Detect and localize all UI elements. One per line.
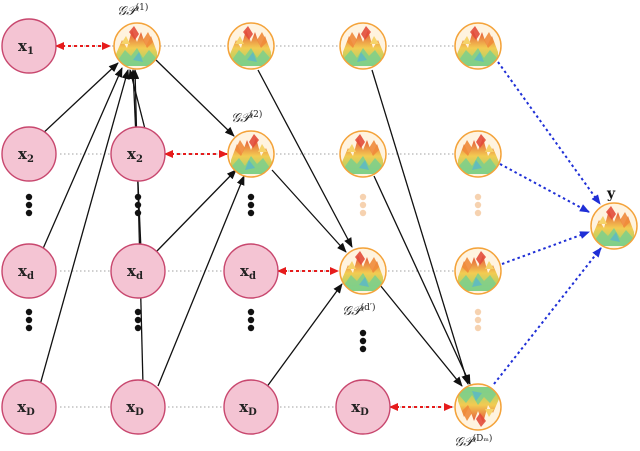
gp-nodes xyxy=(113,22,638,431)
gp-node-2-c3 xyxy=(339,130,387,178)
gp-label-Dm: 𝒢𝒫(Dₘ) xyxy=(454,433,492,450)
label-x1: x1 xyxy=(18,37,34,57)
edge-gp2-to-gpd xyxy=(271,169,347,253)
edge-gp1-to-gp2 xyxy=(155,59,235,137)
edge-x2-to-gp1 xyxy=(39,62,119,137)
gp-node-2-c4 xyxy=(454,130,502,178)
label-xD-c4: xD xyxy=(351,398,369,418)
gp-node-2-c2 xyxy=(227,130,275,178)
gp-label-1: 𝒢𝒫(1) xyxy=(117,2,148,19)
ellipsis-icon xyxy=(25,308,33,332)
ellipsis-icon xyxy=(134,193,142,217)
edge-xd-c1-to-gp1 xyxy=(41,67,123,252)
input-node-xD-c4 xyxy=(335,379,391,435)
output-node-y xyxy=(590,202,638,250)
gp-node-1-c4 xyxy=(454,22,502,70)
output-arrows xyxy=(493,61,602,385)
input-node-x2-c2 xyxy=(110,126,166,182)
input-node-xD-c2 xyxy=(110,379,166,435)
ellipsis-icon xyxy=(474,193,482,217)
input-nodes xyxy=(1,18,391,435)
label-x2-c2: x2 xyxy=(127,145,143,165)
gp-labels: 𝒢𝒫(1) 𝒢𝒫(2) 𝒢𝒫(d′) 𝒢𝒫(Dₘ) xyxy=(117,2,492,450)
label-xD-c3: xD xyxy=(239,398,257,418)
ellipsis-icon xyxy=(359,329,367,353)
input-node-x1 xyxy=(1,18,57,74)
gp-label-d: 𝒢𝒫(d′) xyxy=(342,302,375,319)
label-x2-c1: x2 xyxy=(18,145,34,165)
edge-gp1c2-to-gpd xyxy=(257,69,353,248)
edge-xd-c2-to-gp2 xyxy=(155,169,237,253)
label-xd-c1: xd xyxy=(18,262,34,282)
ellipsis-icon xyxy=(359,193,367,217)
gp-label-2: 𝒢𝒫(2) xyxy=(231,109,262,126)
edge-gpd-to-gpDm xyxy=(379,284,463,387)
ellipsis-icon xyxy=(474,308,482,332)
input-node-xd-c3 xyxy=(223,243,279,299)
ellipsis-icon xyxy=(247,308,255,332)
out-row1 xyxy=(497,61,601,205)
label-xD-c1: xD xyxy=(17,398,35,418)
edge-xD-c2-to-gp1 xyxy=(131,69,144,386)
out-row2 xyxy=(499,163,590,213)
gp-node-1-c2 xyxy=(227,22,275,70)
label-xd-c3: xd xyxy=(240,262,256,282)
ellipsis-dots xyxy=(25,193,367,353)
edge-x2-c2-to-gp1 xyxy=(128,69,147,134)
gp-node-1-c3 xyxy=(339,22,387,70)
out-rowDm xyxy=(493,247,602,385)
edge-gp1c3-to-gpDm xyxy=(371,69,470,385)
input-node-x2-c1 xyxy=(1,126,57,182)
edge-gp2c3-to-gpDm xyxy=(373,175,471,385)
ellipsis-icon xyxy=(247,193,255,217)
gp-node-1-c1 xyxy=(113,22,161,70)
input-node-xD-c1 xyxy=(1,379,57,435)
edge-xD-c2-to-gp2 xyxy=(157,175,245,387)
label-xd-c2: xd xyxy=(127,262,143,282)
ellipsis-icon xyxy=(25,193,33,217)
out-rowd xyxy=(501,231,590,265)
ellipsis-icon xyxy=(134,308,142,332)
input-node-xd-c1 xyxy=(1,243,57,299)
skip-arrows xyxy=(55,42,453,411)
label-xD-c2: xD xyxy=(126,398,144,418)
gp-node-d-c4 xyxy=(454,247,502,295)
faded-ellipsis-dots xyxy=(359,193,482,332)
gp-node-Dm-c4 xyxy=(454,383,502,431)
input-labels: x1 x2 xd xD x2 xd xD xd xD xD xyxy=(17,37,369,418)
input-node-xd-c2 xyxy=(110,243,166,299)
input-node-xD-c3 xyxy=(223,379,279,435)
edge-xD-c3-to-gpd xyxy=(265,283,343,389)
edge-xD-c1-to-gp1 xyxy=(39,69,130,386)
black-edges xyxy=(39,59,471,389)
gp-node-d-c3 xyxy=(339,247,387,295)
output-label-y: y xyxy=(606,186,616,202)
